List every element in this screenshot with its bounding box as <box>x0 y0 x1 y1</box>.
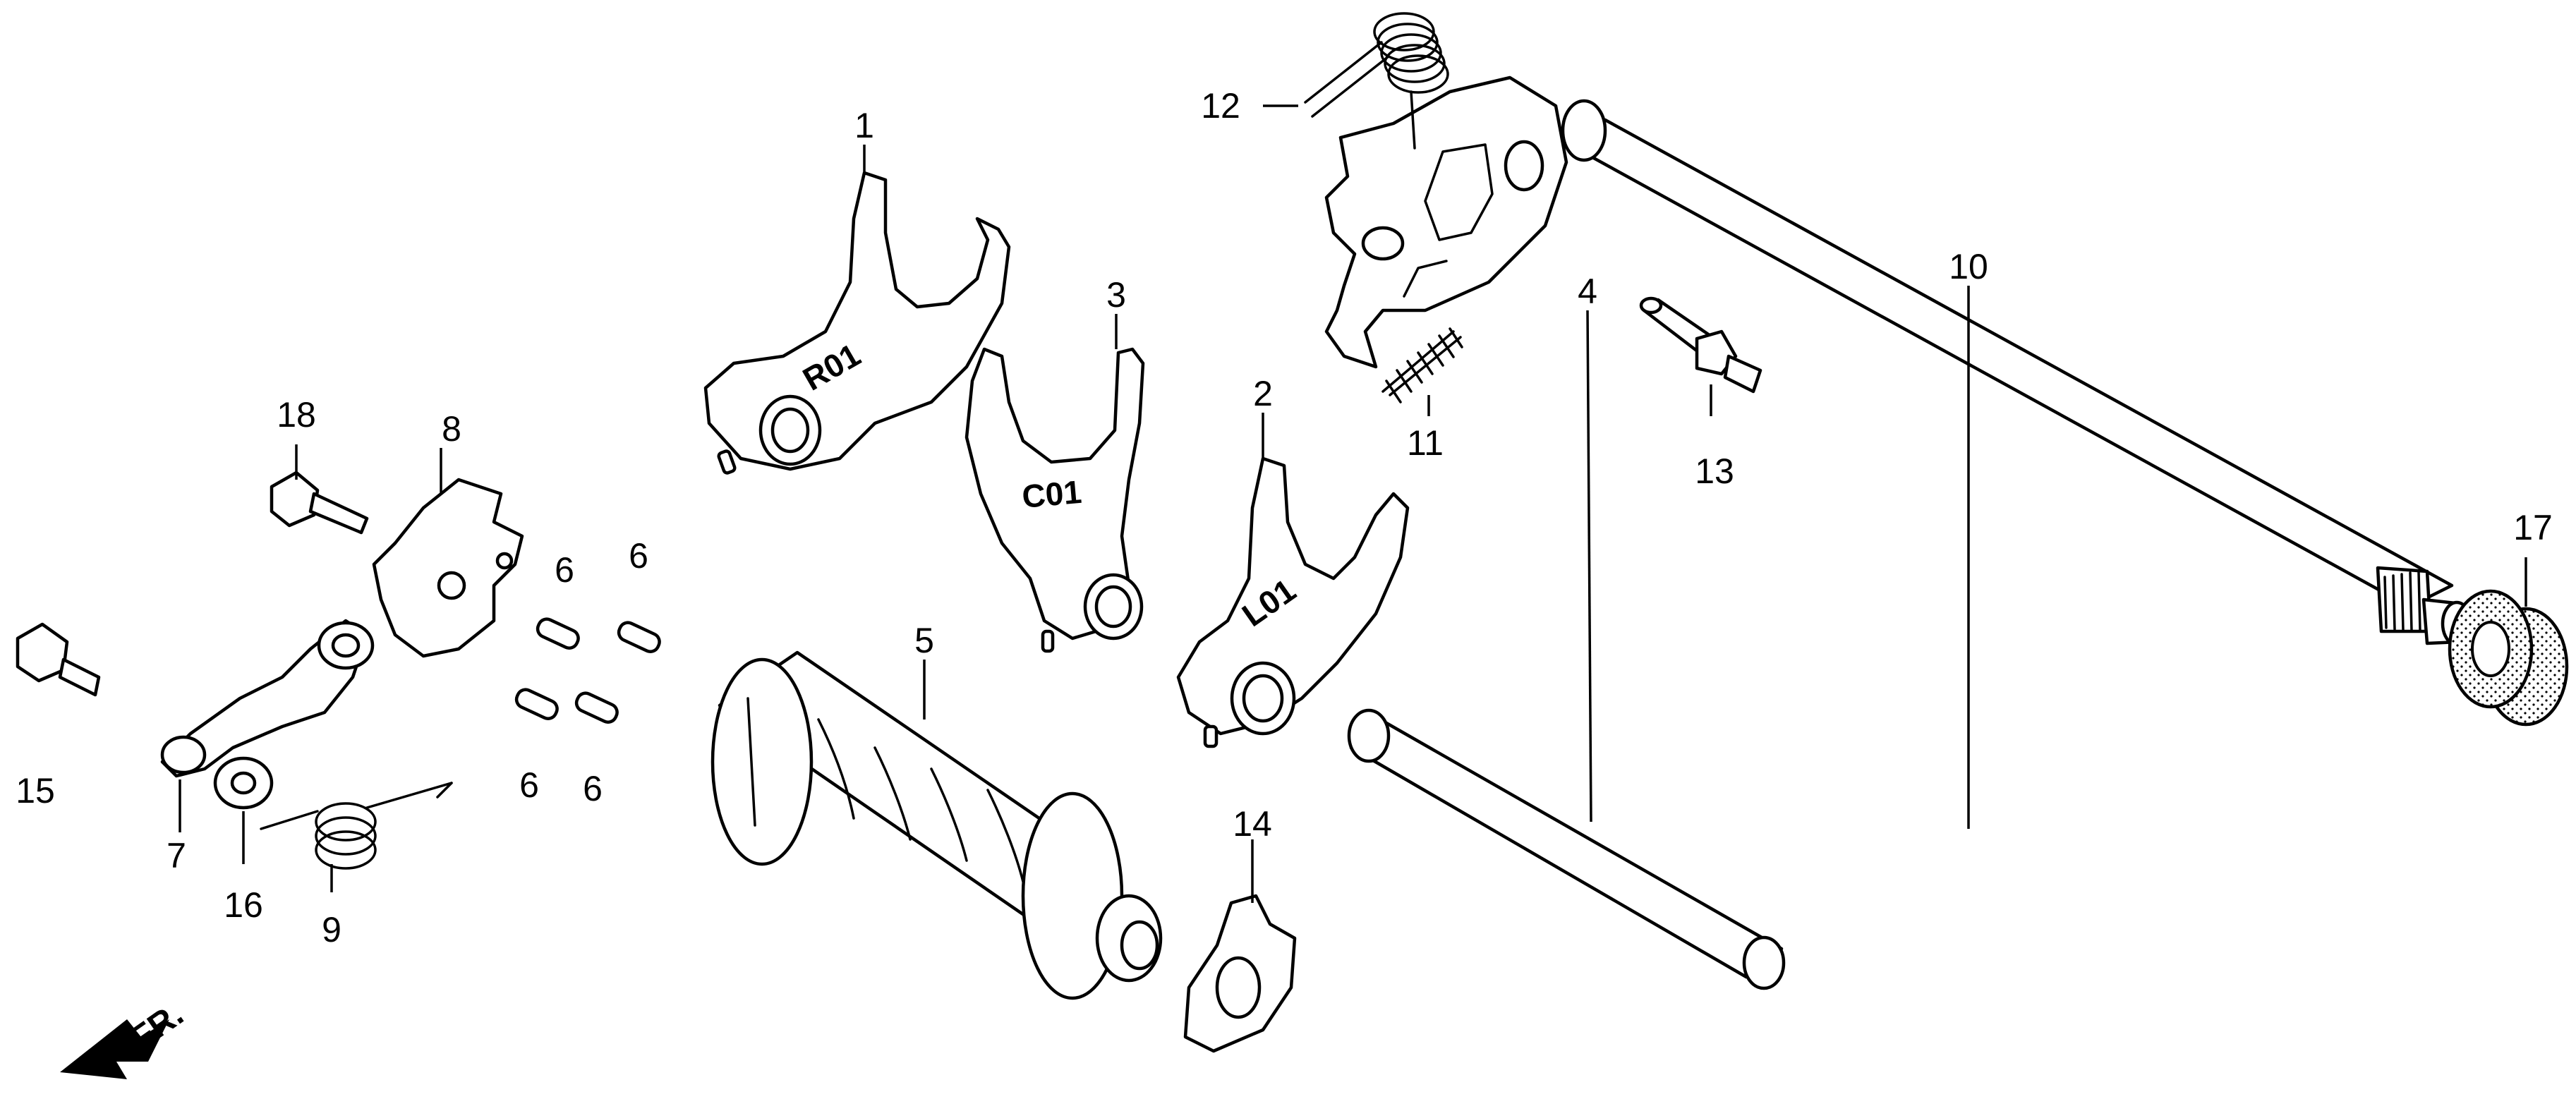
return-spring <box>1304 12 1449 150</box>
callout-6a: 6 <box>555 550 574 590</box>
leader-lines <box>179 104 2527 903</box>
callout-3: 3 <box>1106 275 1126 315</box>
callout-7: 7 <box>167 836 186 875</box>
stud-bolt <box>1639 296 1762 394</box>
callout-18: 18 <box>277 395 316 435</box>
shift-fork-r01: R01 <box>703 171 1011 475</box>
callout-15: 15 <box>16 771 55 811</box>
gearshift-spindle <box>1324 75 2473 647</box>
dowel-pins <box>514 617 661 724</box>
front-direction-arrow: FR. <box>60 995 191 1079</box>
shift-drum-stopper-plate <box>372 478 524 658</box>
callout-16: 16 <box>224 885 263 925</box>
callout-4: 4 <box>1578 272 1597 311</box>
callout-labels: 1 2 3 4 5 6 6 6 6 7 8 9 10 11 12 13 14 1… <box>16 86 2553 949</box>
bolt-18 <box>270 470 369 535</box>
callout-8: 8 <box>442 409 461 449</box>
callout-2: 2 <box>1253 374 1273 413</box>
callout-17: 17 <box>2513 508 2553 547</box>
fork-shaft <box>1347 708 1786 990</box>
gearshift-drum <box>710 650 1163 1000</box>
callout-6c: 6 <box>519 765 539 805</box>
callout-11: 11 <box>1407 423 1444 463</box>
callout-14: 14 <box>1233 804 1272 844</box>
callout-6b: 6 <box>629 536 648 576</box>
bolt-15 <box>16 622 101 697</box>
washer <box>213 756 274 810</box>
callout-9: 9 <box>322 910 341 949</box>
shift-fork-l01: L01 <box>1176 456 1410 748</box>
small-spring <box>1381 327 1463 403</box>
callout-5: 5 <box>914 621 934 660</box>
oil-seal <box>2448 589 2569 727</box>
callout-12: 12 <box>1201 86 1240 126</box>
drum-stopper-plate <box>1183 894 1297 1053</box>
shift-fork-c01: C01 <box>965 347 1145 653</box>
callout-13: 13 <box>1695 451 1734 491</box>
callout-10: 10 <box>1949 247 1988 286</box>
stopper-spring <box>260 782 453 870</box>
drum-stopper-arm <box>160 619 375 778</box>
callout-6d: 6 <box>583 769 603 808</box>
fork-marking-c01: C01 <box>1020 473 1083 515</box>
callout-1: 1 <box>854 106 874 145</box>
